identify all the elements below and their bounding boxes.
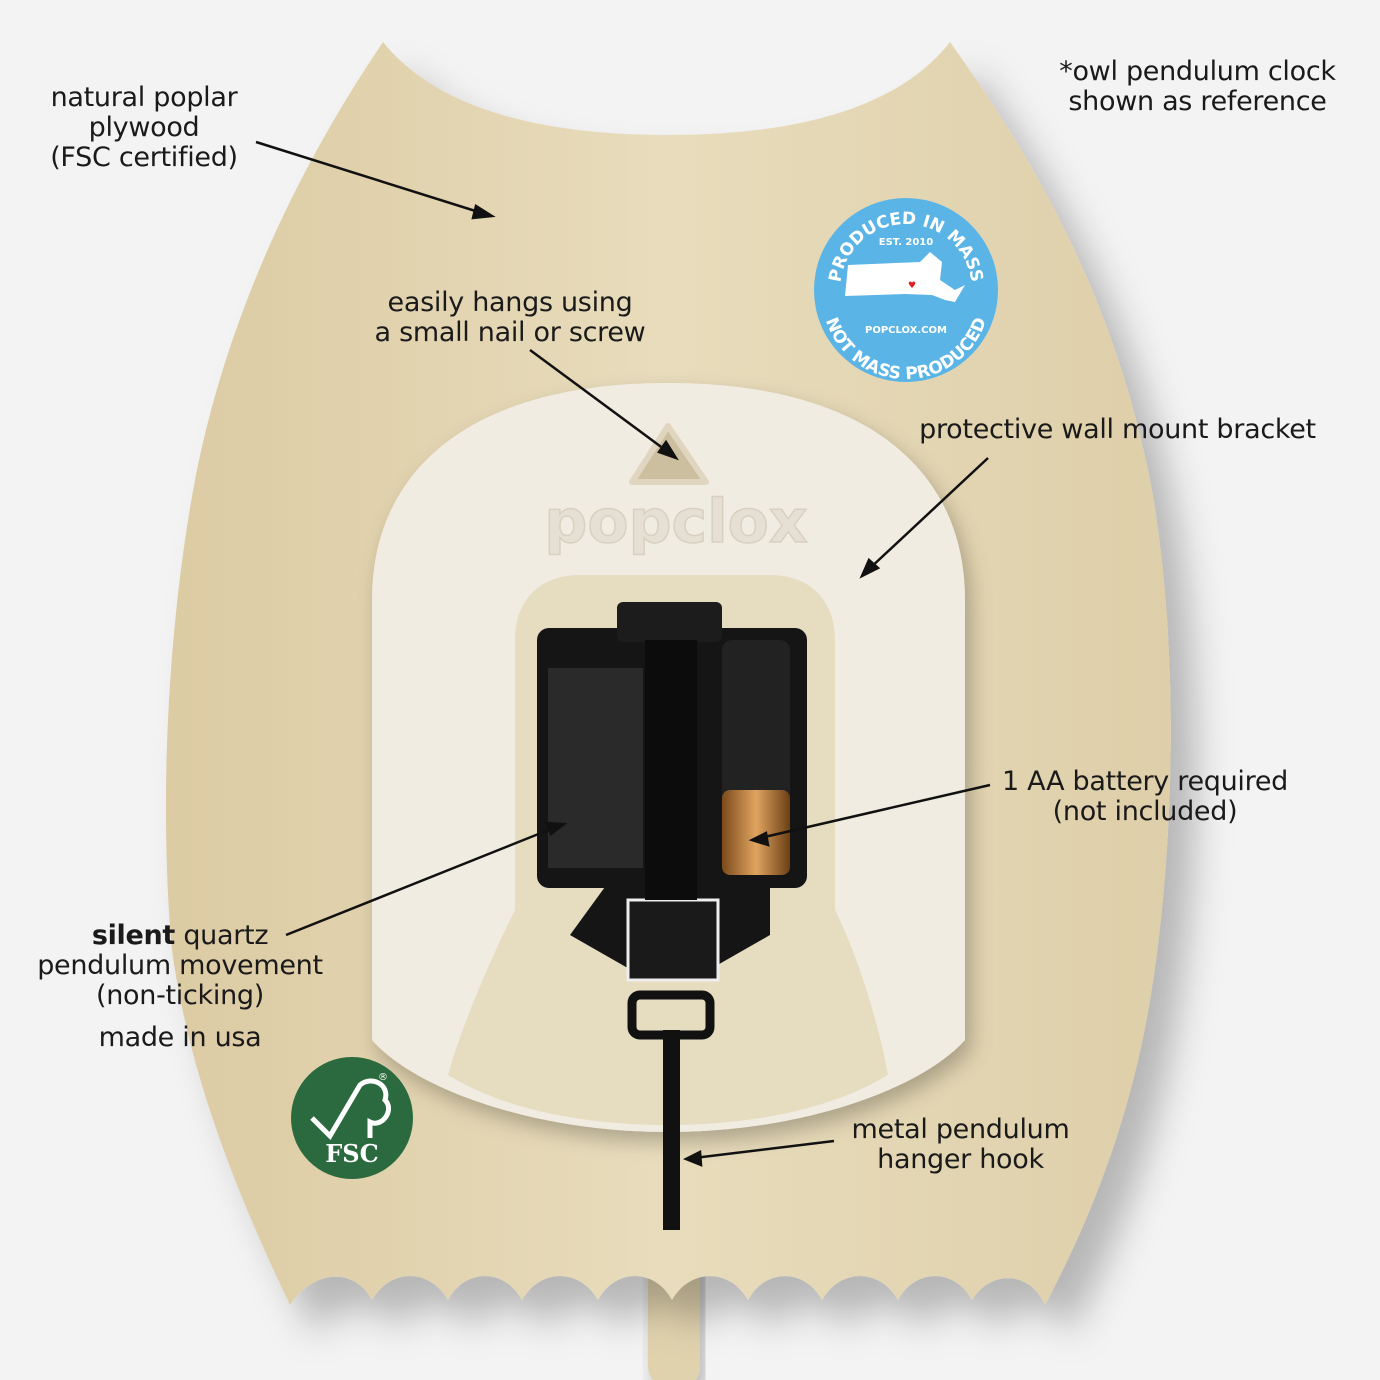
label-line: quartz	[175, 920, 269, 951]
callout-arrows	[255, 140, 991, 1167]
label-line: metal pendulum	[851, 1114, 1070, 1145]
label-movement: silent quartz pendulum movement (non-tic…	[25, 921, 335, 1011]
label-line: pendulum movement	[37, 950, 323, 981]
label-line: hanger hook	[877, 1144, 1044, 1175]
aa-battery	[722, 640, 790, 875]
label-hook: metal pendulum hanger hook	[838, 1115, 1083, 1175]
heart-icon: ♥	[908, 281, 916, 291]
label-line: plywood	[88, 112, 200, 143]
label-line: (non-ticking)	[96, 980, 264, 1011]
fsc-text: FSC	[325, 1139, 378, 1168]
bracket-logo: popclox	[544, 487, 807, 557]
fsc-registered: ®	[378, 1072, 388, 1083]
label-line: shown as reference	[1068, 86, 1327, 117]
label-hangs: easily hangs using a small nail or screw	[360, 288, 660, 348]
pendulum-hanger	[627, 990, 715, 1230]
massachusetts-map	[845, 252, 965, 302]
label-bracket: protective wall mount bracket	[919, 414, 1316, 445]
label-line: a small nail or screw	[374, 317, 646, 348]
label-line: 1 AA battery required	[1002, 766, 1288, 797]
label-made-in-usa: made in usa	[98, 1022, 262, 1053]
label-line: easily hangs using	[387, 287, 633, 318]
badge-site: POPCLOX.COM	[865, 325, 947, 336]
label-line: (not included)	[1052, 796, 1238, 827]
label-battery: 1 AA battery required (not included)	[990, 767, 1300, 827]
label-line: (FSC certified)	[50, 142, 238, 173]
fsc-logo: FSC ®	[291, 1057, 413, 1179]
label-line: *owl pendulum clock	[1059, 56, 1336, 87]
label-line: natural poplar	[50, 82, 238, 113]
label-plywood: natural poplar plywood (FSC certified)	[30, 83, 258, 173]
label-reference: *owl pendulum clock shown as reference	[1050, 57, 1345, 117]
badge-est: EST. 2010	[879, 237, 933, 248]
label-bold: silent	[91, 920, 176, 951]
